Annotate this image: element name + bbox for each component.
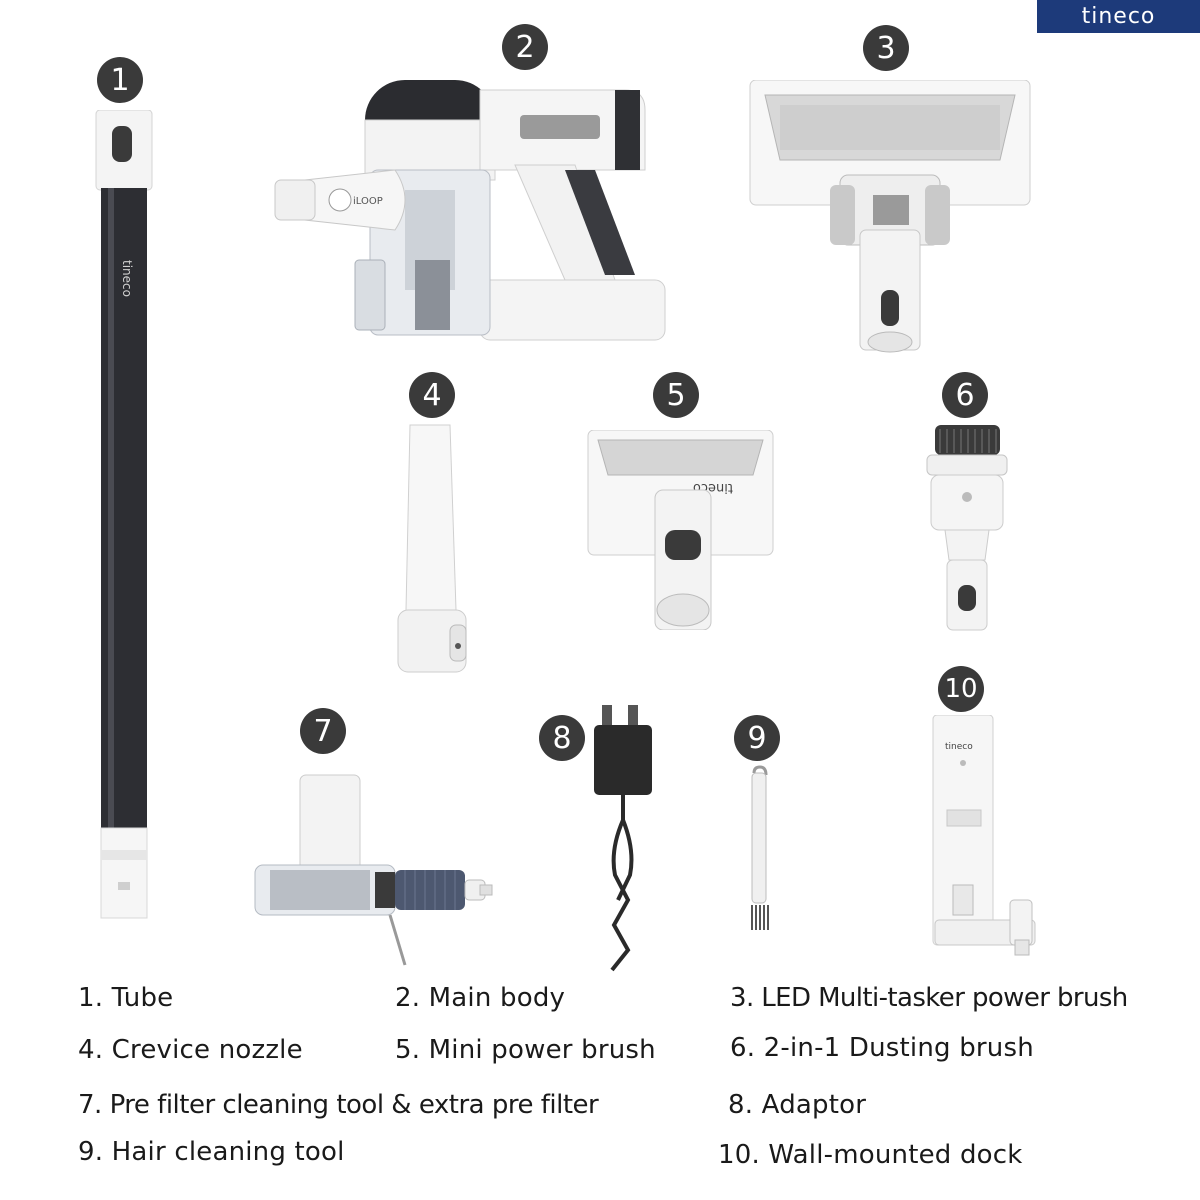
caption-hair-cleaning-tool: 9. Hair cleaning tool xyxy=(78,1137,345,1167)
caption-adaptor: 8. Adaptor xyxy=(728,1090,867,1120)
caption-crevice-nozzle: 4. Crevice nozzle xyxy=(78,1035,303,1065)
badge-2: 2 xyxy=(502,24,548,70)
caption-pre-filter-tool: 7. Pre filter cleaning tool & extra pre … xyxy=(78,1090,599,1120)
wall-dock-image: tineco xyxy=(932,715,1036,956)
badge-6: 6 xyxy=(942,372,988,418)
dock-brand-text: tineco xyxy=(945,742,973,752)
caption-led-power-brush: 3. LED Multi-tasker power brush xyxy=(730,983,1128,1013)
adaptor-image xyxy=(594,705,652,972)
iloop-label: iLOOP xyxy=(353,196,383,207)
badge-5: 5 xyxy=(653,372,699,418)
badge-3: 3 xyxy=(863,25,909,71)
badge-9: 9 xyxy=(734,715,780,761)
badge-8: 8 xyxy=(539,715,585,761)
main-body-image: iLOOP xyxy=(274,80,666,341)
led-power-brush-image xyxy=(749,80,1031,353)
pre-filter-tool-image xyxy=(254,774,493,966)
caption-dusting-brush: 6. 2-in-1 Dusting brush xyxy=(730,1033,1034,1063)
caption-mini-power-brush: 5. Mini power brush xyxy=(395,1035,656,1065)
caption-tube: 1. Tube xyxy=(78,983,174,1013)
caption-wall-dock: 10. Wall-mounted dock xyxy=(718,1140,1023,1170)
hair-cleaning-tool-image xyxy=(751,765,769,930)
crevice-nozzle-image xyxy=(397,424,467,673)
tineco-logo: tineco xyxy=(1037,0,1200,33)
dusting-brush-image xyxy=(926,425,1008,631)
tube-brand-text: tineco xyxy=(120,260,134,297)
badge-10: 10 xyxy=(938,666,984,712)
badge-7: 7 xyxy=(300,708,346,754)
tube-image: tineco xyxy=(95,110,153,919)
badge-1: 1 xyxy=(97,57,143,103)
caption-main-body: 2. Main body xyxy=(395,983,566,1013)
badge-4: 4 xyxy=(409,372,455,418)
mini-power-brush-image: tineco xyxy=(587,430,774,630)
